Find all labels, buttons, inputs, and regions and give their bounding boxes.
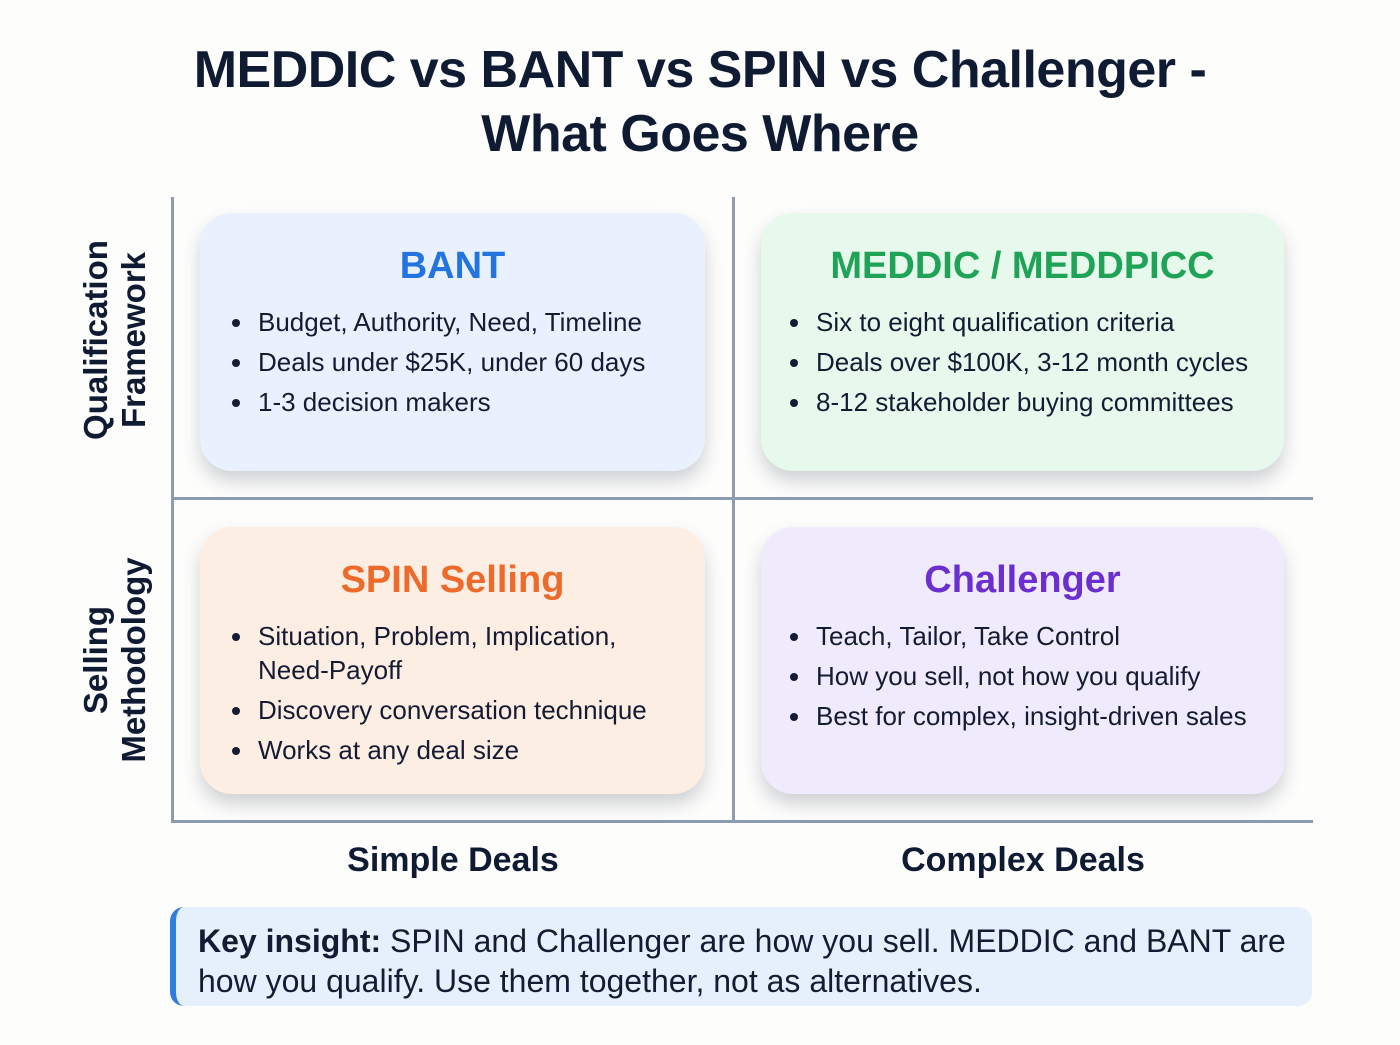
grid-axis-left [171,197,174,823]
quadrant-spin-selling: SPIN Selling Situation, Problem, Implica… [200,527,705,794]
key-insight-text: SPIN and Challenger are how you sell. ME… [198,923,1286,999]
list-item: 1-3 decision makers [232,382,705,422]
list-item: Deals over $100K, 3-12 month cycles [790,342,1284,382]
list-item: Situation, Problem, Implication, Need-Pa… [232,616,628,690]
y-label-line: Selling [77,605,114,715]
title-line-1: MEDDIC vs BANT vs SPIN vs Challenger - [193,41,1207,99]
y-label-qualification-framework: Qualification Framework [77,200,153,480]
list-item: Works at any deal size [232,730,705,770]
y-label-line: Methodology [115,557,152,763]
quadrant-title: BANT [399,245,506,287]
x-label-simple-deals: Simple Deals [347,841,559,879]
list-item: 8-12 stakeholder buying committees [790,382,1284,422]
list-item: Deals under $25K, under 60 days [232,342,705,382]
list-item: Teach, Tailor, Take Control [790,616,1284,656]
y-label-selling-methodology: Selling Methodology [77,520,153,800]
grid-axis-bottom [171,820,1313,823]
key-insight-callout: Key insight: SPIN and Challenger are how… [170,907,1312,1006]
x-label-complex-deals: Complex Deals [901,841,1145,879]
quadrant-bant: BANT Budget, Authority, Need, Timeline D… [200,213,705,471]
quadrant-meddic: MEDDIC / MEDDPICC Six to eight qualifica… [761,213,1284,471]
grid-divider-vertical [732,197,735,823]
title-line-2: What Goes Where [481,105,919,163]
bullet-list: Situation, Problem, Implication, Need-Pa… [200,616,705,770]
list-item: How you sell, not how you qualify [790,656,1284,696]
page-title: MEDDIC vs BANT vs SPIN vs Challenger - W… [0,38,1400,166]
grid-divider-horizontal [171,497,1313,500]
bullet-list: Teach, Tailor, Take Control How you sell… [761,616,1284,736]
list-item: Best for complex, insight-driven sales [790,696,1284,736]
y-label-line: Qualification [77,240,114,440]
bullet-list: Six to eight qualification criteria Deal… [761,302,1284,422]
y-label-line: Framework [115,251,152,429]
list-item: Discovery conversation technique [232,690,705,730]
quadrant-title: SPIN Selling [340,559,565,601]
list-item: Budget, Authority, Need, Timeline [232,302,705,342]
quadrant-title: MEDDIC / MEDDPICC [830,245,1215,287]
bullet-list: Budget, Authority, Need, Timeline Deals … [200,302,705,422]
list-item: Six to eight qualification criteria [790,302,1284,342]
quadrant-title: Challenger [924,559,1121,601]
key-insight-label: Key insight: [198,923,382,959]
quadrant-challenger: Challenger Teach, Tailor, Take Control H… [761,527,1284,794]
